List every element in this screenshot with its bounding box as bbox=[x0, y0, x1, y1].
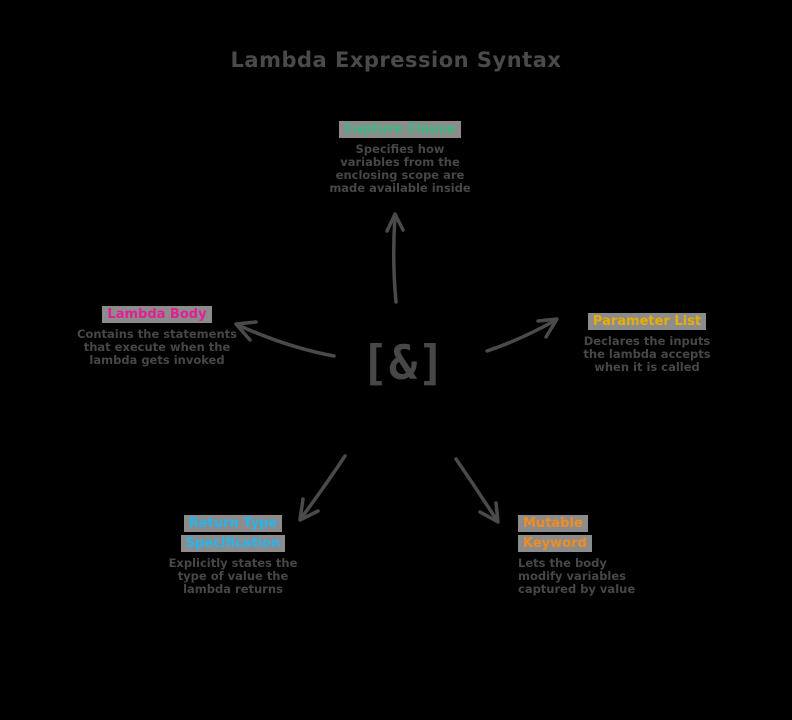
node-mutable-keyword: Mutable Keyword Lets the body modify var… bbox=[518, 512, 668, 596]
arrow-bottom-right bbox=[454, 457, 500, 524]
capture-clause-label: Capture Clause bbox=[339, 121, 461, 138]
lambda-body-label: Lambda Body bbox=[102, 306, 212, 323]
lambda-expression-code: [&] bbox=[360, 336, 446, 391]
mutable-keyword-label-line1: Mutable bbox=[518, 515, 588, 532]
diagram-title: Lambda Expression Syntax bbox=[230, 48, 562, 72]
mutable-keyword-description: Lets the body modify variables captured … bbox=[518, 556, 636, 596]
parameter-list-label: Parameter List bbox=[587, 313, 707, 330]
node-parameter-list: Parameter List Declares the inputs the l… bbox=[572, 310, 722, 374]
arrow-top bbox=[385, 212, 405, 304]
return-type-description: Explicitly states the type of value the … bbox=[168, 556, 298, 596]
return-type-label-line2: Specification bbox=[180, 535, 286, 552]
return-type-label-line1: Return Type bbox=[183, 515, 283, 532]
node-lambda-body: Lambda Body Contains the statements that… bbox=[48, 303, 266, 367]
capture-clause-description: Specifies how variables from the enclosi… bbox=[329, 142, 471, 195]
node-capture-clause: Capture Clause Specifies how variables f… bbox=[318, 118, 482, 195]
mutable-keyword-label-line2: Keyword bbox=[518, 535, 592, 552]
node-return-type: Return Type Specification Explicitly sta… bbox=[138, 512, 328, 596]
lambda-body-description: Contains the statements that execute whe… bbox=[77, 327, 237, 367]
parameter-list-description: Declares the inputs the lambda accepts w… bbox=[583, 334, 711, 374]
arrow-bottom-left bbox=[298, 454, 347, 522]
